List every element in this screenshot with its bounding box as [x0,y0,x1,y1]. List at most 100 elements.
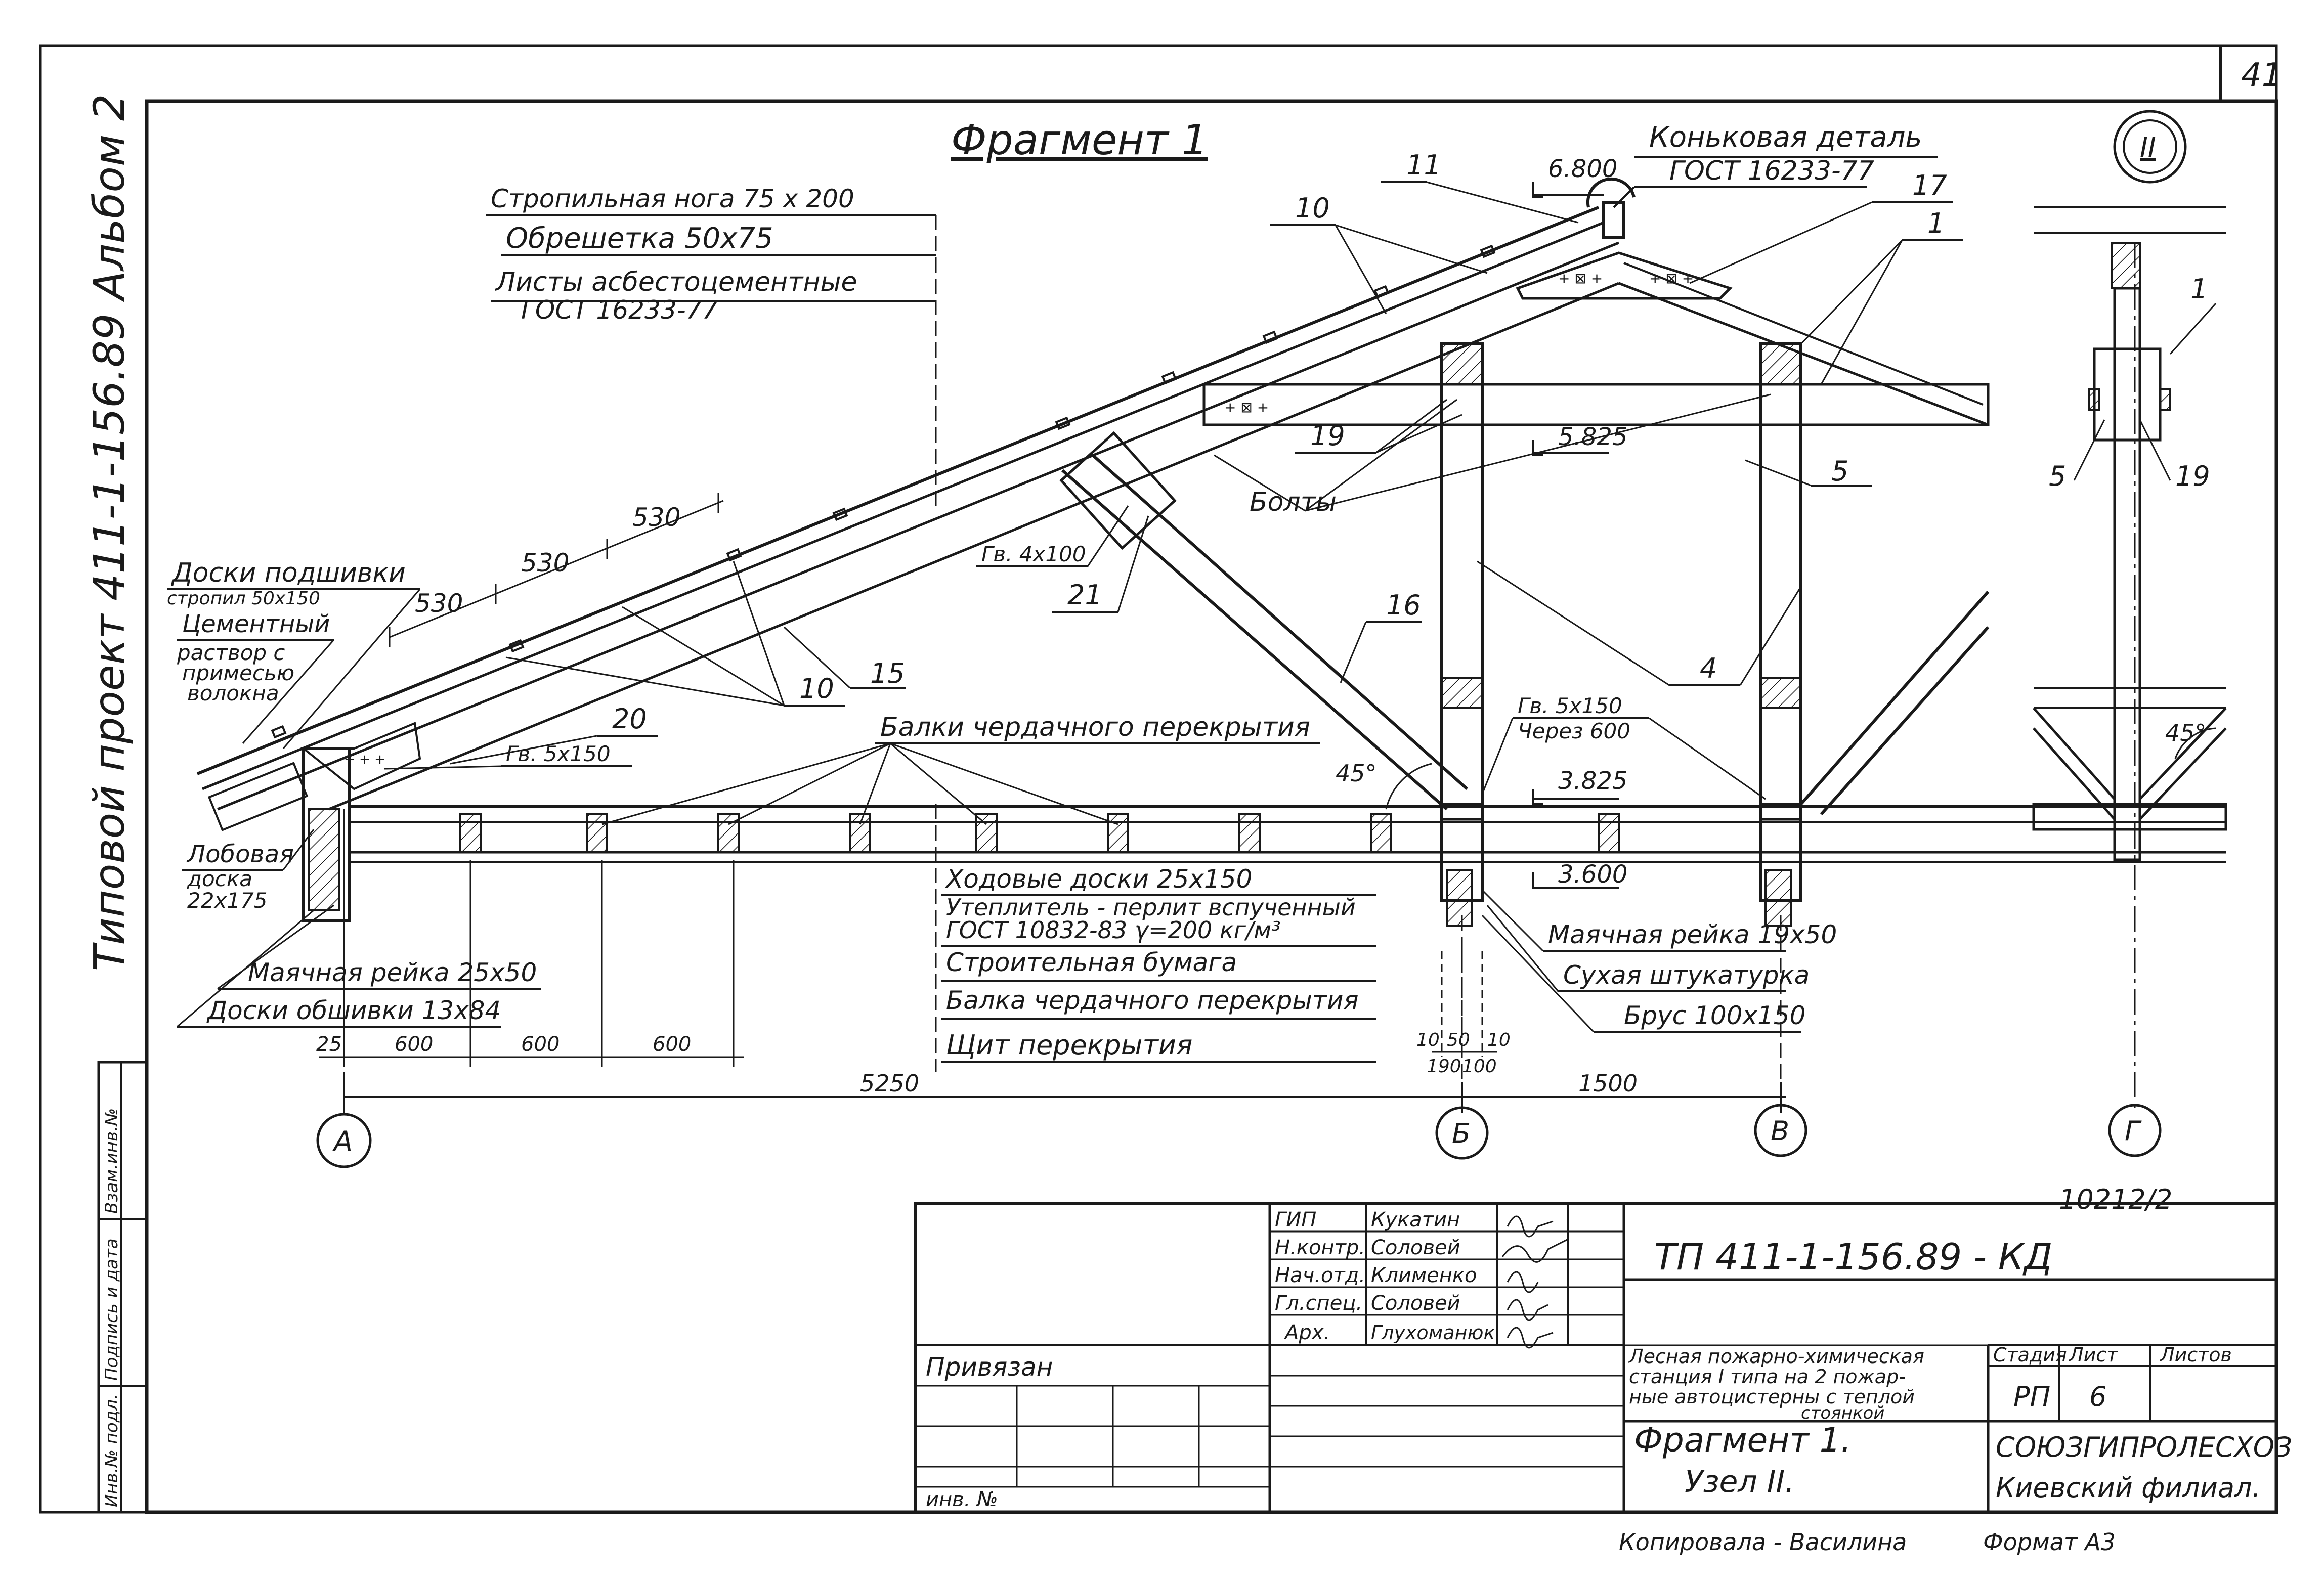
cement-label-4: волокна [187,681,279,706]
lath-label: Маячная рейка 25x50 [248,958,537,987]
project-desc-3: ные автоцистерны с теплой [1629,1386,1915,1408]
section-mark-label: II [2140,131,2156,163]
layer-labels: Стропильная нога 75 x 200 Обрешетка 50x7… [486,184,937,506]
fascia-label-1: Лобовая [186,840,294,868]
post-b [1440,342,1484,902]
sheet-title-1: Фрагмент 1. [1634,1421,1852,1460]
ceiling-label-6: Щит перекрытия [946,1029,1192,1061]
org-1: СОЮЗГИПРОЛЕСХОЗ [1996,1431,2292,1463]
signatures [1501,1215,1569,1349]
footer-format: Формат А3 [1983,1528,2116,1556]
roof-slope [196,206,1989,811]
project-desc-1: Лесная пожарно-химическая [1628,1345,1924,1368]
mark-10-bottom: 10 [799,673,834,705]
mark-16: 16 [1386,589,1421,621]
dim-10a: 10 [1416,1030,1440,1050]
cement-label-3: примесью [182,661,294,685]
svg-text:+ + +: + + + [344,752,385,767]
cladding-label: Доски обшивки 13x84 [206,996,501,1025]
org-2: Киевский филиал. [1996,1472,2261,1504]
title-block [914,1202,2278,1514]
svg-text:+ ⊠ +: + ⊠ + [1649,270,1694,287]
axis-g: Г [2108,243,2162,1157]
elevation-5825: 5.825 [1558,423,1627,451]
name-1: Кукатин [1371,1208,1460,1232]
dim-5250: 5250 [860,1070,919,1097]
mark-5: 5 [1831,455,1848,487]
archive-number: 10212/2 [2059,1183,2172,1215]
sheet-value: 6 [2089,1381,2106,1413]
dim-1500: 1500 [1578,1070,1638,1097]
axis-b-label: Б [1452,1118,1471,1150]
diagonal-braces [1059,431,1990,815]
project-desc-2: станция I типа на 2 пожар- [1629,1366,1906,1388]
detail-mark-19: 19 [2175,460,2210,492]
detail-ii [2032,206,2227,861]
axis-a-label: А [332,1125,353,1157]
eaves-block: + + + [207,722,421,922]
mark-1: 1 [1927,207,1945,239]
mark-10-top: 10 [1295,192,1330,224]
post-v [1759,342,1802,902]
dim-10b: 10 [1487,1030,1511,1050]
ceiling-label-3: ГОСТ 10832-83 γ=200 кг/м³ [946,916,1281,944]
dim-100: 100 [1462,1056,1497,1077]
role-4: Гл.спец. [1275,1292,1362,1315]
dim-190: 190 [1427,1056,1461,1077]
angle-45-main: 45° [1336,760,1377,787]
label-battens: Обрешетка 50x75 [506,222,773,255]
nails-4x100: Гв. 4x100 [981,542,1086,566]
axis-v-label: В [1771,1115,1789,1147]
spacing-1: 530 [415,589,463,618]
name-5: Глухоманюк [1371,1322,1495,1344]
role-5: Арх. [1283,1321,1330,1344]
detail-mark-5: 5 [2049,460,2066,492]
beams-label: Балки чердачного перекрытия [880,712,1310,742]
dim-50: 50 [1447,1030,1470,1050]
svg-text:+ ⊠ +: + ⊠ + [1558,270,1603,287]
nails-5x150-post: Гв. 5x150 [1518,693,1622,718]
dim-600-3: 600 [653,1033,691,1056]
ceiling-layer-labels: Ходовые доски 25x150 Утеплитель - перлит… [935,804,1376,1072]
cement-label-1: Цементный [182,610,330,638]
strip-label-3: Инв.№ подл. [102,1394,122,1507]
elevation-3600: 3.600 [1558,860,1627,889]
label-sheets: Листы асбестоцементные [495,267,857,297]
dimension-chain-top [319,809,744,1067]
mark-17: 17 [1912,169,1947,201]
soffit-label-2: стропил 50x150 [167,588,320,609]
name-4: Соловей [1371,1292,1460,1315]
ceiling-label-1: Ходовые доски 25x150 [944,864,1253,894]
column-notes: Маячная рейка 19x50 Сухая штукатурка Бру… [1481,889,1837,1033]
label-sheets-gost: ГОСТ 16233-77 [521,295,718,325]
column-note-1: Маячная рейка 19x50 [1548,920,1837,949]
collar-tie: + ⊠ + [1202,383,1990,426]
angle-45-detail: 45° [2165,719,2207,746]
role-3: Нач.отд. [1275,1264,1365,1287]
mark-15: 15 [870,657,905,689]
soffit-label-1: Доски подшивки [171,558,406,588]
spacing-2: 530 [521,548,569,578]
nails-5x150-eaves: Гв. 5x150 [506,741,611,766]
batten-spacing [389,493,724,647]
ridge-label-2: ГОСТ 16233-77 [1669,156,1874,186]
ceiling-label-5: Балка чердачного перекрытия [946,986,1359,1015]
section-ii-marker: II [2113,110,2187,184]
ceiling-label-2: Утеплитель - перлит вспученный [946,894,1356,921]
column-note-2: Сухая штукатурка [1563,960,1810,990]
sheet-header: Лист [2068,1344,2119,1366]
sheet-title-2: Узел II. [1685,1464,1794,1500]
detail-mark-1: 1 [2190,273,2208,305]
side-title: Типовой проект 411-1-156.89 Альбом 2 [84,94,134,971]
axis-b: Б [1435,915,1489,1160]
stage-value: РП [2013,1381,2050,1413]
elevation-6800: 6.800 [1548,155,1617,183]
name-2: Соловей [1371,1236,1460,1259]
left-binding-strip: Взам.инв.№ Подпись и дата Инв.№ подл. [97,1061,148,1514]
sheet-number: 41 [2241,57,2282,94]
mark-19: 19 [1310,420,1345,452]
inv-label: инв. № [926,1488,998,1511]
mark-11: 11 [1406,149,1441,181]
nails-step: Через 600 [1518,719,1630,743]
